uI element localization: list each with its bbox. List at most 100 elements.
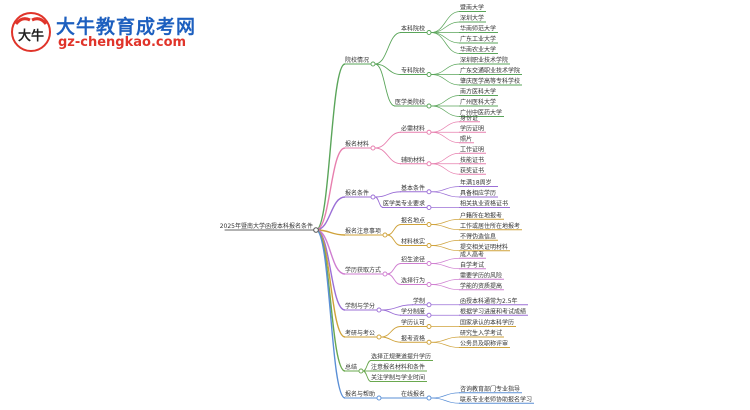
sub-connector — [362, 360, 372, 372]
leaf-node: 不得伪造信息 — [460, 232, 496, 240]
leaf-connector — [430, 278, 461, 285]
sub-dot — [426, 72, 432, 77]
leaf-node: 深圳大学 — [460, 14, 484, 22]
sub-connector — [386, 224, 402, 236]
sub-node: 学历认可 — [401, 319, 425, 327]
sub-node: 辅助材料 — [401, 156, 425, 164]
sub-connector — [386, 263, 402, 275]
branch-dot — [376, 307, 382, 313]
leaf-node: 具备相应学历 — [460, 189, 496, 197]
leaf-connector — [430, 392, 461, 399]
branch-connector — [315, 147, 346, 231]
sub-node: 关注学制与学业时间 — [371, 374, 425, 382]
leaf-node: 身份证 — [460, 114, 478, 122]
leaf-node: 学历证明 — [460, 124, 484, 132]
branch-node: 院校情况 — [345, 56, 369, 64]
sub-node: 材料核实 — [401, 238, 425, 246]
sub-connector — [374, 147, 402, 165]
leaf-node: 自学考试 — [460, 261, 484, 269]
sub-dot — [426, 282, 432, 287]
leaf-node: 户籍所在地报考 — [460, 211, 502, 219]
branch-node: 学历获取方式 — [345, 266, 381, 274]
sub-node: 选择行为 — [401, 277, 425, 285]
branch-connector — [315, 229, 346, 399]
leaf-node: 深圳职业技术学院 — [460, 56, 508, 64]
leaf-connector — [430, 284, 461, 291]
leaf-node: 华南师范大学 — [460, 25, 496, 33]
root-dot — [313, 227, 319, 233]
sub-node: 学制 — [413, 297, 425, 305]
sub-connector — [374, 196, 384, 208]
leaf-connector — [430, 397, 461, 404]
logo-mark-icon: 大牛 — [11, 12, 51, 52]
leaf-node: 联系专业老师协助报名学习 — [460, 395, 532, 403]
root-node: 2025年暨南大学函授本科报名条件 — [220, 222, 313, 230]
leaf-node: 函授本科通常为2.5年 — [460, 297, 518, 305]
leaf-node: 广州医科大学 — [460, 98, 496, 106]
sub-dot — [426, 324, 432, 329]
sub-connector — [374, 191, 402, 198]
leaf-connector — [430, 191, 461, 198]
sub-node: 专科院校 — [401, 67, 425, 75]
sub-node: 本科院校 — [401, 25, 425, 33]
leaf-node: 广东工业大学 — [460, 35, 496, 43]
sub-dot — [426, 222, 432, 227]
sub-connector — [380, 326, 402, 338]
leaf-connector — [430, 239, 461, 246]
sub-dot — [426, 302, 432, 308]
sub-connector — [380, 336, 402, 343]
leaf-node: 工作证明 — [460, 145, 484, 153]
leaf-node: 国家承认的本科学历 — [460, 319, 514, 327]
leaf-connector — [430, 131, 461, 144]
site-name: 大牛教育成考网 — [56, 16, 197, 38]
sub-dot — [426, 261, 432, 266]
leaf-node: 华南农业大学 — [460, 46, 496, 54]
branch-dot — [376, 334, 382, 340]
sub-connector — [386, 234, 402, 246]
sub-connector — [374, 63, 396, 107]
sub-dot — [426, 243, 432, 248]
branch-dot — [376, 395, 382, 401]
leaf-node: 根据学习进度和考试成绩 — [460, 307, 526, 315]
branch-node: 考研与考公 — [345, 329, 375, 337]
sub-dot — [426, 189, 432, 195]
leaf-connector — [430, 105, 461, 117]
leaf-node: 研究生入学考试 — [460, 329, 502, 337]
sub-node: 注意报名材料和条件 — [371, 363, 425, 371]
leaf-node: 广东交通职业技术学院 — [460, 67, 520, 75]
branch-node: 报名条件 — [345, 189, 369, 197]
leaf-node: 暨南大学 — [460, 4, 484, 12]
site-url: gz-chengkao.com — [58, 35, 187, 50]
leaf-connector — [430, 11, 461, 33]
sub-dot — [426, 103, 432, 109]
sub-dot — [426, 339, 432, 345]
leaf-connector — [430, 32, 461, 54]
sub-node: 在线报名 — [401, 390, 425, 398]
leaf-node: 获奖证书 — [460, 166, 484, 174]
branch-connector — [315, 63, 346, 231]
leaf-node: 肇庆医学高等专科学校 — [460, 77, 520, 85]
branch-dot — [382, 232, 388, 238]
leaf-connector — [430, 21, 461, 33]
sub-connector — [380, 309, 402, 316]
branch-connector — [315, 196, 346, 231]
leaf-connector — [430, 63, 461, 75]
branch-dot — [370, 145, 376, 151]
leaf-connector — [430, 152, 461, 165]
leaf-connector — [430, 336, 461, 343]
sub-node: 医学类院校 — [395, 98, 425, 106]
leaf-node: 成人高考 — [460, 250, 484, 258]
leaf-connector — [430, 32, 461, 44]
sub-dot — [426, 205, 432, 210]
sub-connector — [386, 273, 402, 285]
site-logo[interactable]: 大牛 大牛教育成考网 gz-chengkao.com — [10, 10, 195, 54]
leaf-node: 工作或居住所在地报考 — [460, 222, 520, 230]
sub-node: 选择正规渠道提升学历 — [371, 353, 431, 361]
sub-dot — [426, 161, 432, 167]
sub-node: 基本条件 — [401, 184, 425, 192]
sub-dot — [426, 395, 432, 401]
leaf-connector — [430, 121, 461, 133]
leaf-connector — [430, 341, 461, 348]
sub-node: 报名地点 — [401, 217, 425, 225]
leaf-node: 需要学历的风险 — [460, 271, 502, 279]
